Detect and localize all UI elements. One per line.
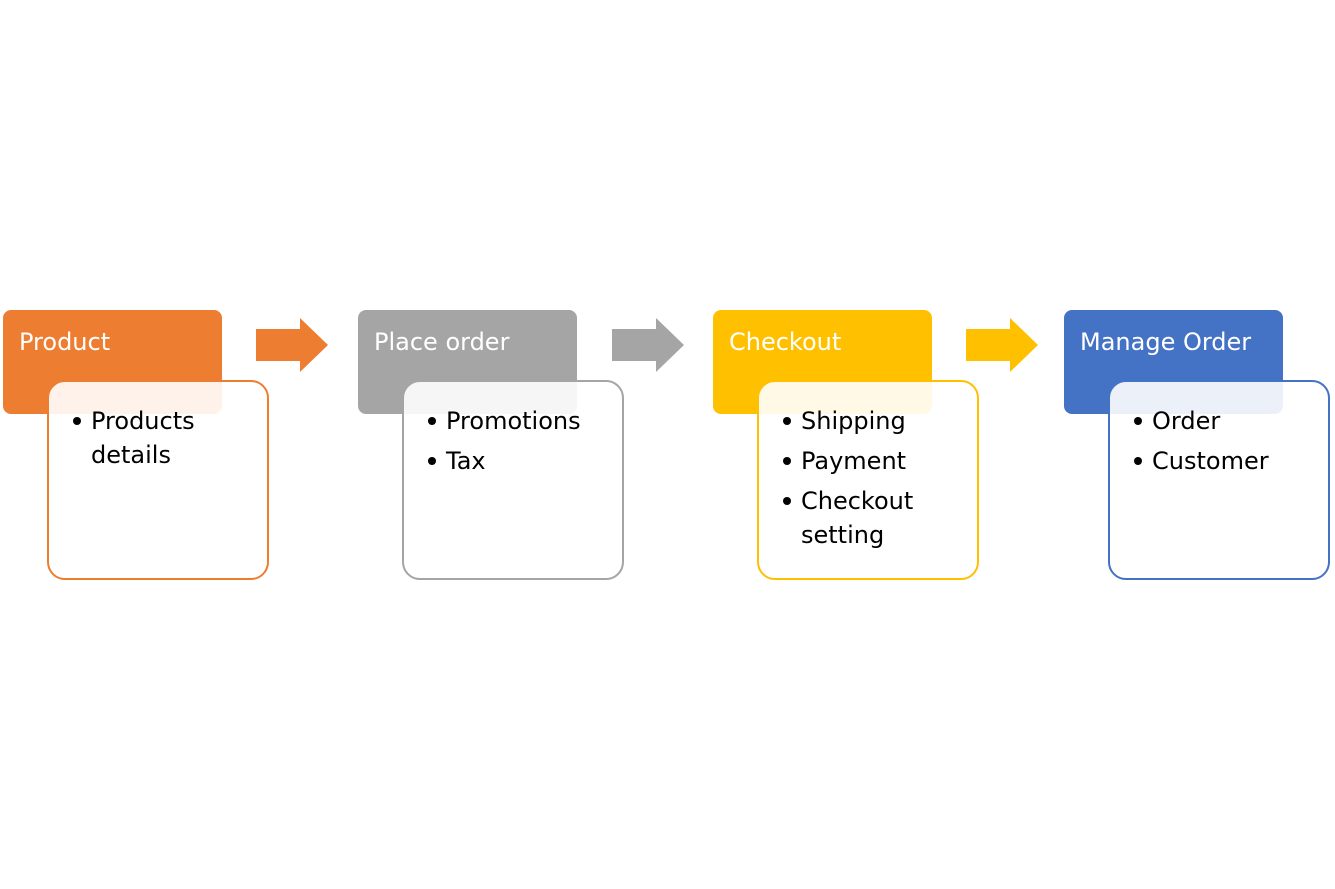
arrow-shape [256,318,328,372]
arrow-shape [612,318,684,372]
bullet-icon [1134,417,1142,425]
list-item: Shipping [781,404,965,438]
step-item-list: Products details [71,404,255,472]
bullet-icon [1134,457,1142,465]
arrow-right-icon [612,318,684,372]
list-item: Order [1132,404,1316,438]
bullet-icon [428,457,436,465]
list-item: Customer [1132,444,1316,478]
step-checkout: Checkout Shipping Payment Checkout setti… [713,310,983,582]
step-place-order: Place order Promotions Tax [358,310,628,582]
step-body: Products details [47,380,269,580]
bullet-icon [783,457,791,465]
step-item-list: Shipping Payment Checkout setting [781,404,965,552]
step-title: Checkout [729,328,842,356]
step-title: Product [19,328,111,356]
step-header: Manage Order [1064,310,1283,414]
step-item-list: Order Customer [1132,404,1316,478]
step-body: Order Customer [1108,380,1330,580]
bullet-icon [428,417,436,425]
step-product: Product Products details [3,310,273,582]
arrow-right-icon [256,318,328,372]
bullet-icon [73,417,81,425]
arrow-right-icon [966,318,1038,372]
step-item-list: Promotions Tax [426,404,610,478]
step-manage-order: Manage Order Order Customer [1064,310,1334,582]
list-item: Promotions [426,404,610,438]
step-title: Manage Order [1080,328,1252,356]
list-item: Tax [426,444,610,478]
step-body: Shipping Payment Checkout setting [757,380,979,580]
list-item: Products details [71,404,255,472]
step-title: Place order [374,328,510,356]
arrow-shape [966,318,1038,372]
bullet-icon [783,417,791,425]
step-body: Promotions Tax [402,380,624,580]
bullet-icon [783,497,791,505]
list-item: Payment [781,444,965,478]
list-item: Checkout setting [781,484,965,552]
